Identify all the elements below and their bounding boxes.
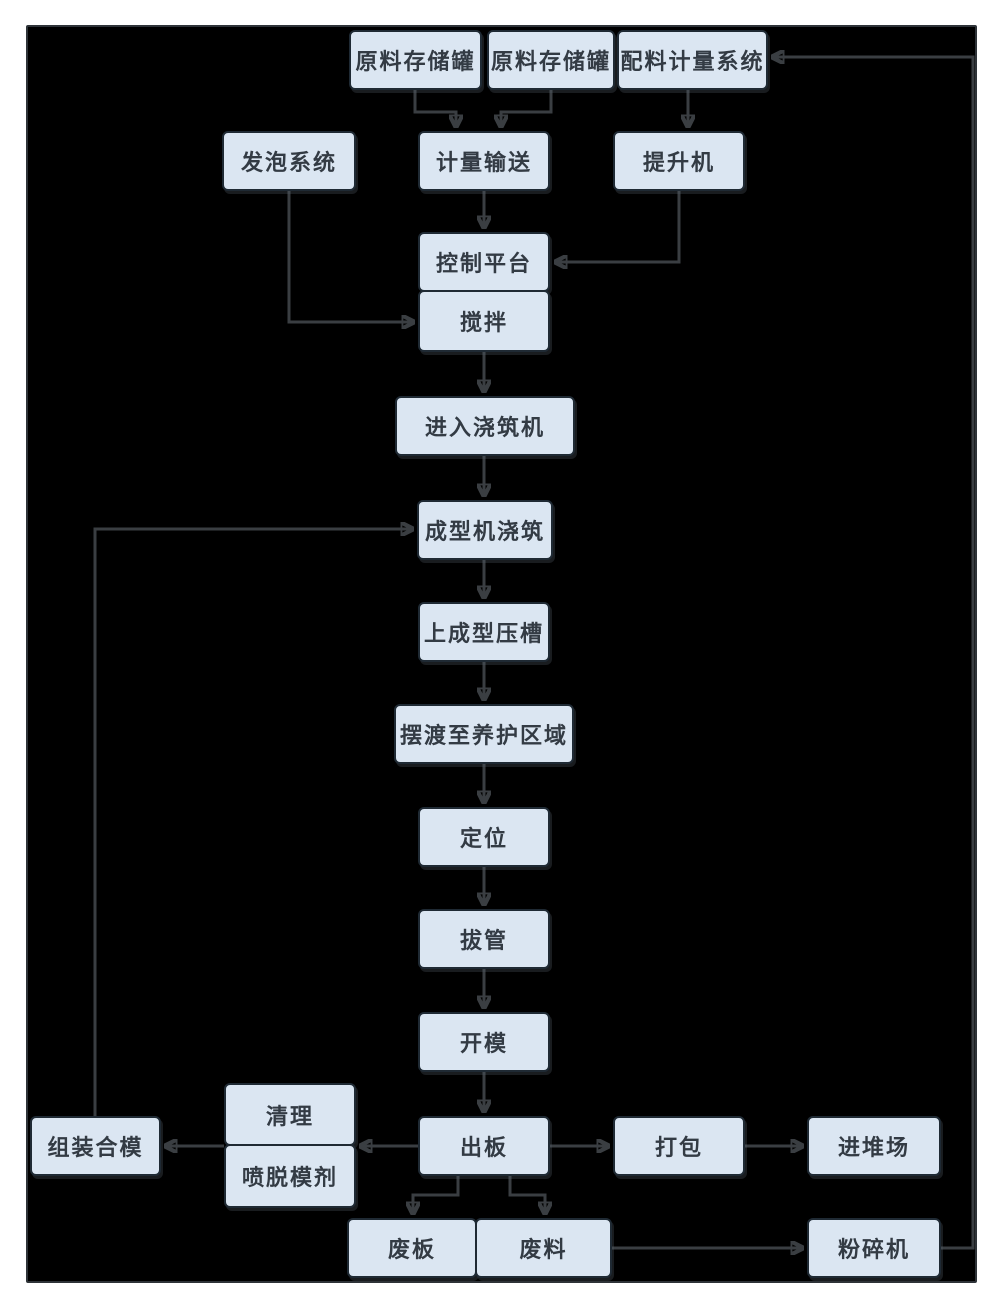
node-cleaning[interactable]: 清理 bbox=[224, 1083, 356, 1146]
node-enter-pouring-machine[interactable]: 进入浇筑机 bbox=[395, 396, 575, 456]
node-raw-material-tank-2[interactable]: 原料存储罐 bbox=[487, 30, 615, 90]
edge-rawtank1-metering bbox=[413, 90, 456, 126]
node-tube-pulling[interactable]: 拔管 bbox=[418, 909, 550, 969]
node-label: 提升机 bbox=[642, 150, 715, 176]
edge-crusher-batching bbox=[773, 57, 975, 1250]
edge-elevator-control bbox=[556, 191, 681, 262]
node-mold-opening[interactable]: 开模 bbox=[418, 1012, 550, 1072]
node-forming-machine-pouring[interactable]: 成型机浇筑 bbox=[417, 500, 553, 560]
node-upper-forming-groove[interactable]: 上成型压槽 bbox=[418, 602, 550, 662]
edge-boardout-wastematerial bbox=[508, 1176, 545, 1213]
node-packing[interactable]: 打包 bbox=[613, 1116, 745, 1176]
edge-boardout-wasteboard bbox=[413, 1176, 460, 1213]
node-label: 组装合模 bbox=[47, 1135, 144, 1161]
node-label: 废料 bbox=[519, 1237, 568, 1263]
node-label: 废板 bbox=[387, 1237, 436, 1263]
node-label: 原料存储罐 bbox=[355, 49, 476, 75]
node-label: 清理 bbox=[265, 1103, 314, 1130]
node-label: 成型机浇筑 bbox=[424, 519, 545, 545]
node-control-platform[interactable]: 控制平台 bbox=[418, 232, 550, 292]
node-positioning[interactable]: 定位 bbox=[418, 807, 550, 867]
node-metering-conveyor[interactable]: 计量输送 bbox=[418, 131, 550, 191]
node-label: 搅拌 bbox=[459, 310, 508, 336]
node-label: 粉碎机 bbox=[837, 1237, 910, 1263]
edge-rawtank2-metering bbox=[501, 90, 553, 126]
node-label: 摆渡至养护区域 bbox=[399, 723, 568, 749]
node-label: 开模 bbox=[459, 1031, 508, 1057]
node-raw-material-tank-1[interactable]: 原料存储罐 bbox=[349, 30, 482, 90]
node-mixing[interactable]: 搅拌 bbox=[418, 290, 550, 352]
node-label: 打包 bbox=[654, 1135, 703, 1161]
node-label: 拔管 bbox=[459, 928, 508, 954]
node-spray-release-agent[interactable]: 喷脱模剂 bbox=[224, 1144, 356, 1208]
node-elevator[interactable]: 提升机 bbox=[613, 131, 745, 191]
node-waste-board[interactable]: 废板 bbox=[347, 1218, 477, 1278]
node-label: 配料计量系统 bbox=[620, 49, 765, 75]
node-assembly-mold-closing[interactable]: 组装合模 bbox=[30, 1116, 161, 1176]
node-label: 上成型压槽 bbox=[423, 621, 544, 647]
node-label: 定位 bbox=[459, 826, 508, 852]
node-waste-material[interactable]: 废料 bbox=[475, 1218, 612, 1278]
edge-foaming-mixing bbox=[287, 191, 413, 322]
edge-assembly-formpouring bbox=[93, 529, 412, 1116]
node-crusher[interactable]: 粉碎机 bbox=[807, 1218, 941, 1278]
node-into-stockyard[interactable]: 进堆场 bbox=[807, 1116, 941, 1176]
node-ferry-to-curing-area[interactable]: 摆渡至养护区域 bbox=[394, 704, 574, 764]
node-label: 计量输送 bbox=[435, 150, 532, 176]
node-board-out[interactable]: 出板 bbox=[418, 1116, 550, 1176]
node-label: 发泡系统 bbox=[240, 150, 337, 176]
node-label: 进入浇筑机 bbox=[424, 415, 545, 441]
node-batching-metering-system[interactable]: 配料计量系统 bbox=[617, 30, 768, 90]
node-label: 控制平台 bbox=[435, 251, 532, 277]
node-label: 喷脱模剂 bbox=[241, 1165, 338, 1191]
node-label: 原料存储罐 bbox=[490, 49, 611, 75]
node-label: 出板 bbox=[459, 1135, 508, 1161]
node-label: 进堆场 bbox=[837, 1135, 910, 1161]
node-foaming-system[interactable]: 发泡系统 bbox=[222, 131, 356, 191]
